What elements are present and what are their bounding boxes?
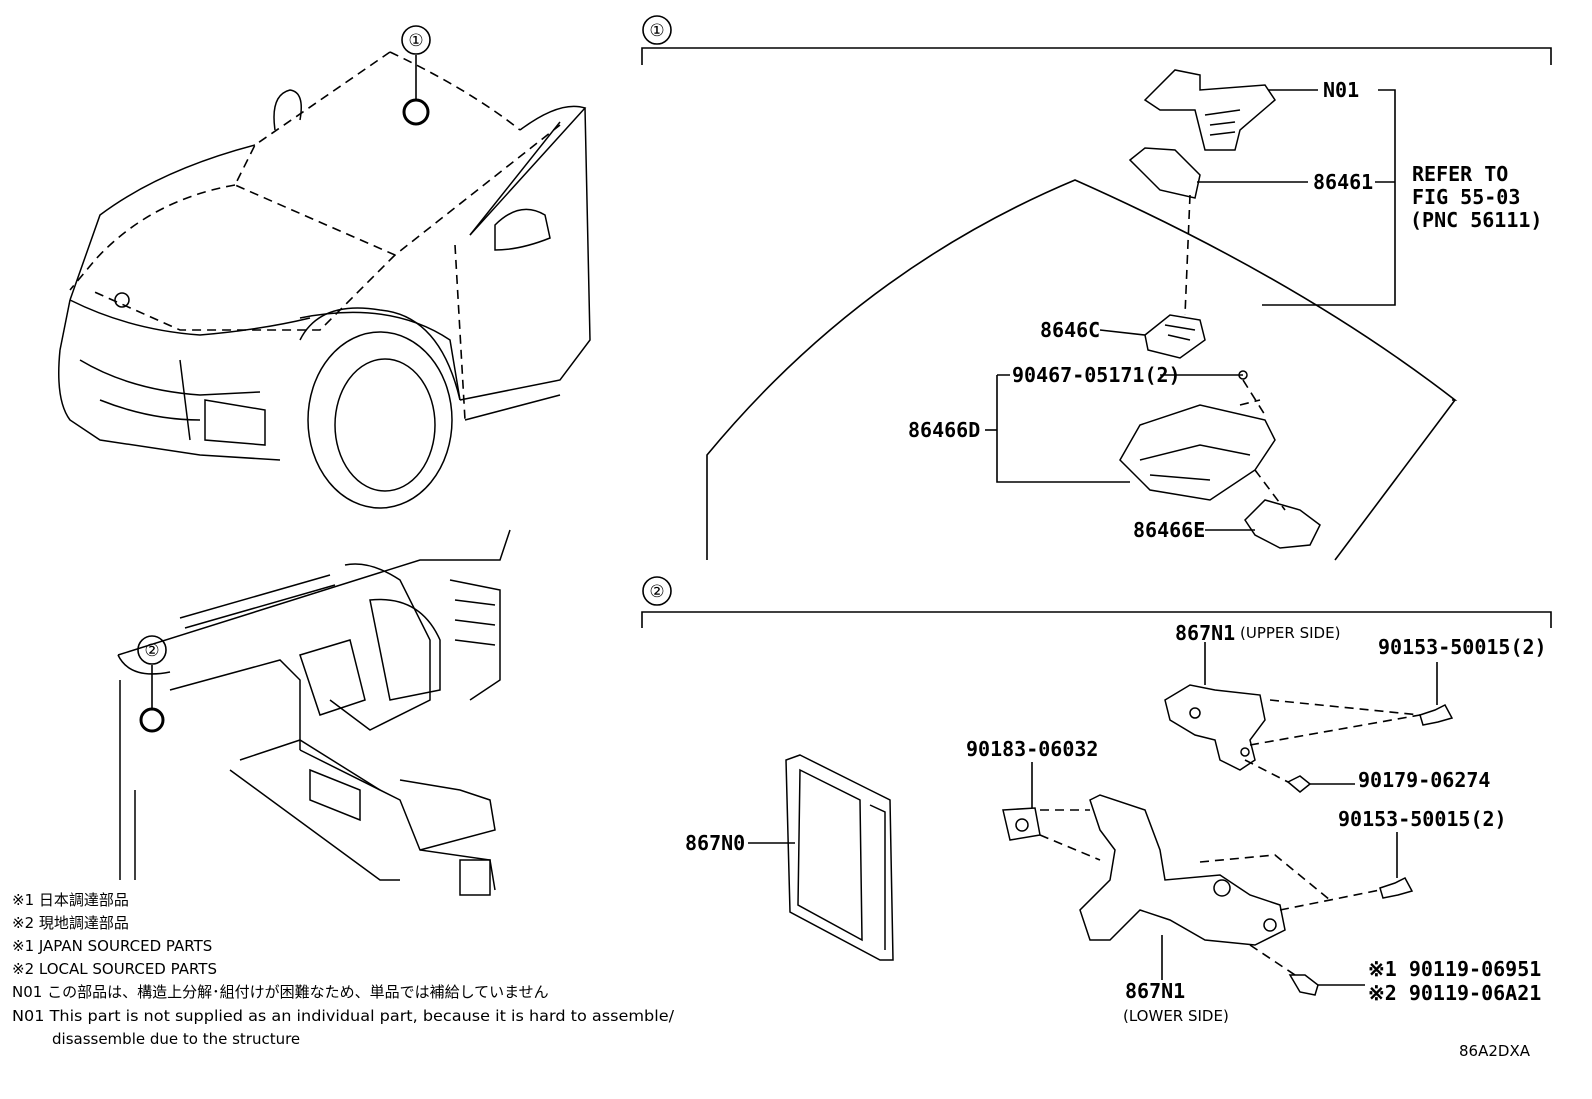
- note-6: N01 This part is not supplied as an indi…: [12, 1007, 675, 1025]
- label-90153-b: 90153-50015(2): [1338, 807, 1507, 831]
- part-86461: [1128, 147, 1201, 199]
- label-refer-3: (PNC 56111): [1410, 208, 1542, 232]
- note-7: disassemble due to the structure: [52, 1030, 300, 1048]
- note-3: ※1 JAPAN SOURCED PARTS: [12, 937, 212, 955]
- label-refer-2: FIG 55-03: [1412, 185, 1520, 209]
- label-90179: 90179-06274: [1358, 768, 1490, 792]
- part-867n1-upper: [1164, 684, 1266, 771]
- section-2: ②: [641, 576, 1552, 1025]
- label-867n1-upper: 867N1: [1175, 621, 1235, 645]
- part-90153-bolt-a: [1419, 704, 1454, 726]
- callout-1-car: ①: [408, 31, 423, 51]
- callout-2-dash: ②: [144, 641, 159, 661]
- footnotes: ※1 日本調達部品 ※2 現地調達部品 ※1 JAPAN SOURCED PAR…: [12, 891, 675, 1048]
- note-1: ※1 日本調達部品: [12, 891, 129, 909]
- label-90153-a: 90153-50015(2): [1378, 635, 1547, 659]
- note-4: ※2 LOCAL SOURCED PARTS: [12, 960, 217, 978]
- vehicle-front-illustration: ①: [58, 25, 591, 509]
- part-90153-bolt-b: [1379, 877, 1414, 899]
- part-90183: [1002, 807, 1041, 841]
- label-8646c: 8646C: [1040, 318, 1100, 342]
- label-867n0: 867N0: [685, 831, 745, 855]
- label-867n1-lower: 867N1: [1125, 979, 1185, 1003]
- note-2: ※2 現地調達部品: [12, 914, 129, 932]
- part-86466e: [1244, 499, 1321, 549]
- label-n01: N01: [1323, 78, 1359, 102]
- part-867n0: [785, 754, 894, 961]
- label-867n1-lower-note: (LOWER SIDE): [1123, 1007, 1229, 1025]
- label-90119-1: ※1 90119-06951: [1368, 957, 1541, 981]
- part-90119-bolt: [1288, 974, 1319, 996]
- label-refer-1: REFER TO: [1412, 162, 1508, 186]
- label-90183: 90183-06032: [966, 737, 1098, 761]
- label-90119-2: ※2 90119-06A21: [1368, 981, 1541, 1005]
- section-1-marker: ①: [649, 21, 664, 41]
- section-1: ① N01 86461 R: [641, 15, 1552, 561]
- label-86461: 86461: [1313, 170, 1373, 194]
- part-86466d: [1119, 404, 1276, 501]
- section-2-marker: ②: [649, 582, 664, 602]
- figure-code: 86A2DXA: [1459, 1042, 1531, 1060]
- part-n01: [1143, 69, 1276, 151]
- label-867n1-upper-note: (UPPER SIDE): [1240, 624, 1340, 642]
- note-5: N01 この部品は、構造上分解･組付けが困難なため、単品では補給していません: [12, 983, 549, 1001]
- part-90179-nut: [1286, 775, 1312, 793]
- label-86466d: 86466D: [908, 418, 980, 442]
- label-90467: 90467-05171(2): [1012, 363, 1181, 387]
- label-86466e: 86466E: [1133, 518, 1205, 542]
- part-867n1-lower: [1079, 794, 1286, 946]
- dashboard-illustration: ②: [117, 529, 511, 896]
